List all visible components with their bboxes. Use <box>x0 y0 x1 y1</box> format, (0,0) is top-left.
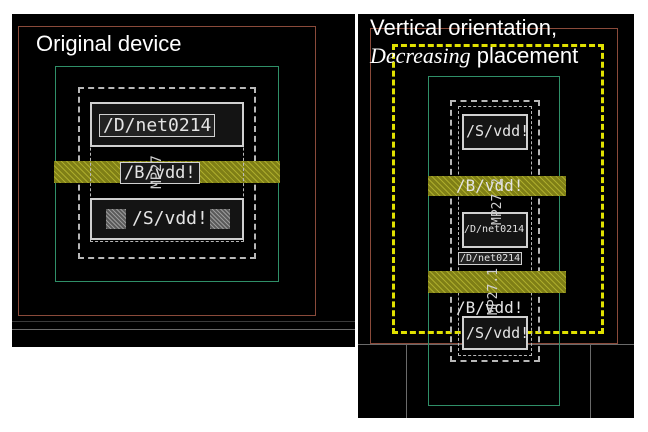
source-label-bottom: /S/vdd! <box>466 324 530 342</box>
drain-terminal[interactable]: /D/net0214 <box>90 102 244 147</box>
vertical-placement-panel: /S/vdd! /B/vdd! /D/net0214 /D/net0214 /B… <box>358 14 634 418</box>
source-label-top: /S/vdd! <box>466 122 530 140</box>
grid-line <box>590 344 591 418</box>
cell-boundary <box>18 26 316 316</box>
grid-line <box>12 329 355 330</box>
nwell-region <box>428 76 560 406</box>
device-name-lower: MP27.1 <box>485 268 501 315</box>
drain-terminal-1[interactable]: /D/net0214 <box>462 212 528 248</box>
drain-label-1: /D/net0214 <box>464 224 525 235</box>
title-emphasis: Decreasing <box>370 43 471 68</box>
source-terminal-top[interactable]: /S/vdd! <box>462 114 530 150</box>
bulk-label: /B/vdd! <box>120 162 200 184</box>
bulk-contact-band-top <box>428 176 566 196</box>
source-terminal-bottom[interactable]: /S/vdd! <box>462 316 530 350</box>
title-rest: placement <box>470 43 579 68</box>
contact-hatch <box>106 209 126 229</box>
panel-title-line1: Vertical orientation, <box>370 15 558 40</box>
contact-hatch <box>210 209 230 229</box>
panel-title: Original device <box>36 31 182 56</box>
device-outline <box>450 100 540 362</box>
drain-label: /D/net0214 <box>99 114 216 137</box>
transistor-outline <box>458 106 532 356</box>
grid-line <box>12 321 355 322</box>
drain-label-2: /D/net0214 <box>458 252 523 265</box>
original-device-panel: /D/net0214 /B/vdd! /S/vdd! MP27 Original… <box>12 14 355 347</box>
source-terminal[interactable]: /S/vdd! <box>90 198 244 240</box>
source-label: /S/vdd! <box>132 208 208 229</box>
bulk-label-bottom: /B/vdd! <box>456 298 524 317</box>
device-name-upper: MP27.2 <box>489 178 505 225</box>
bulk-label-top: /B/vdd! <box>456 176 524 195</box>
grid-line <box>406 344 407 418</box>
device-name-label: MP27 <box>148 155 165 189</box>
panel-title-line2: Decreasing placement <box>370 44 578 68</box>
bulk-contact-band-bottom <box>428 271 566 293</box>
